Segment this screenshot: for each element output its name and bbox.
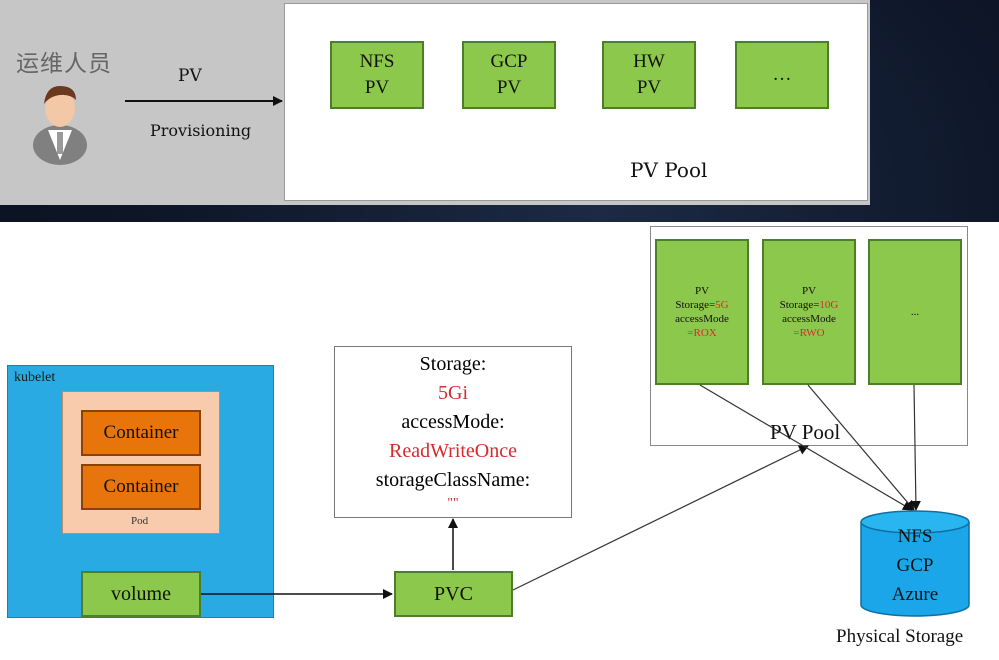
pv-box-more: … (735, 41, 829, 109)
access-mode-value: ReadWriteOnce (388, 440, 518, 462)
storage-key: Storage: (419, 353, 487, 375)
backend-nfs: NFS (897, 526, 933, 547)
pv-card-name: ... (910, 306, 920, 318)
storage-class-value: "" (447, 496, 459, 511)
pv-box-hw: HW PV (602, 41, 696, 109)
pv-card-more: ... (868, 239, 962, 385)
pv-pool-top-label: PV Pool (630, 158, 708, 182)
pv-card-mode-value: =RWO (793, 327, 825, 339)
provisioning-arrow-label: Provisioning (150, 121, 252, 140)
pv-pool-bottom-label: PV Pool (770, 420, 841, 444)
pv-card-mode-value: =ROX (687, 327, 717, 339)
pv-card-mode-key: accessMode (675, 313, 729, 325)
pv-card-storage-key: Storage= (675, 299, 716, 311)
pv-box-nfs: NFS PV (330, 41, 424, 109)
pv-box-line2: PV (496, 77, 522, 98)
backend-gcp: GCP (896, 555, 934, 576)
container-box: Container (81, 464, 201, 510)
pv-box-line1: GCP (490, 51, 528, 72)
pv-card-name: PV (694, 285, 710, 297)
pvc-to-pool-arrow (512, 445, 809, 591)
pvc-box: PVC (394, 571, 513, 617)
pv-box-line2: PV (364, 77, 390, 98)
pv-arrow-label: PV (178, 66, 202, 86)
pod-label: Pod (131, 515, 149, 527)
kubelet-label: kubelet (14, 370, 56, 385)
pv-card-storage-key: Storage= (779, 299, 820, 311)
pv-to-storage-arrow (910, 384, 921, 511)
physical-storage-label: Physical Storage (836, 626, 964, 647)
pvc-spec-box: Storage: 5Gi accessMode: ReadWriteOnce s… (334, 346, 572, 518)
pv-box-gcp: GCP PV (462, 41, 556, 109)
storage-backends: NFS GCP Azure (860, 522, 970, 609)
container-box: Container (81, 410, 201, 456)
operator-label: 运维人员 (16, 51, 112, 77)
pv-box-line1: HW (633, 51, 665, 72)
access-mode-key: accessMode: (401, 411, 505, 433)
storage-class-key: storageClassName: (375, 469, 531, 491)
physical-storage-cylinder (860, 510, 970, 617)
pv-box-line1: NFS (359, 51, 395, 72)
volume-box: volume (81, 571, 201, 617)
pv-card-10g: PV Storage=10G accessMode =RWO (762, 239, 856, 385)
pv-card-mode-key: accessMode (782, 313, 836, 325)
pv-box-line2: PV (636, 77, 662, 98)
pv-card-5g: PV Storage=5G accessMode =ROX (655, 239, 749, 385)
pv-box-line1: … (772, 64, 792, 85)
pv-card-storage-value: 10G (819, 299, 839, 311)
backend-azure: Azure (891, 584, 939, 605)
pv-to-storage-arrow (699, 384, 913, 511)
pv-to-storage-arrow (807, 384, 915, 511)
pv-card-storage-value: 5G (715, 299, 729, 311)
storage-value: 5Gi (438, 382, 468, 404)
pv-card-name: PV (801, 285, 817, 297)
